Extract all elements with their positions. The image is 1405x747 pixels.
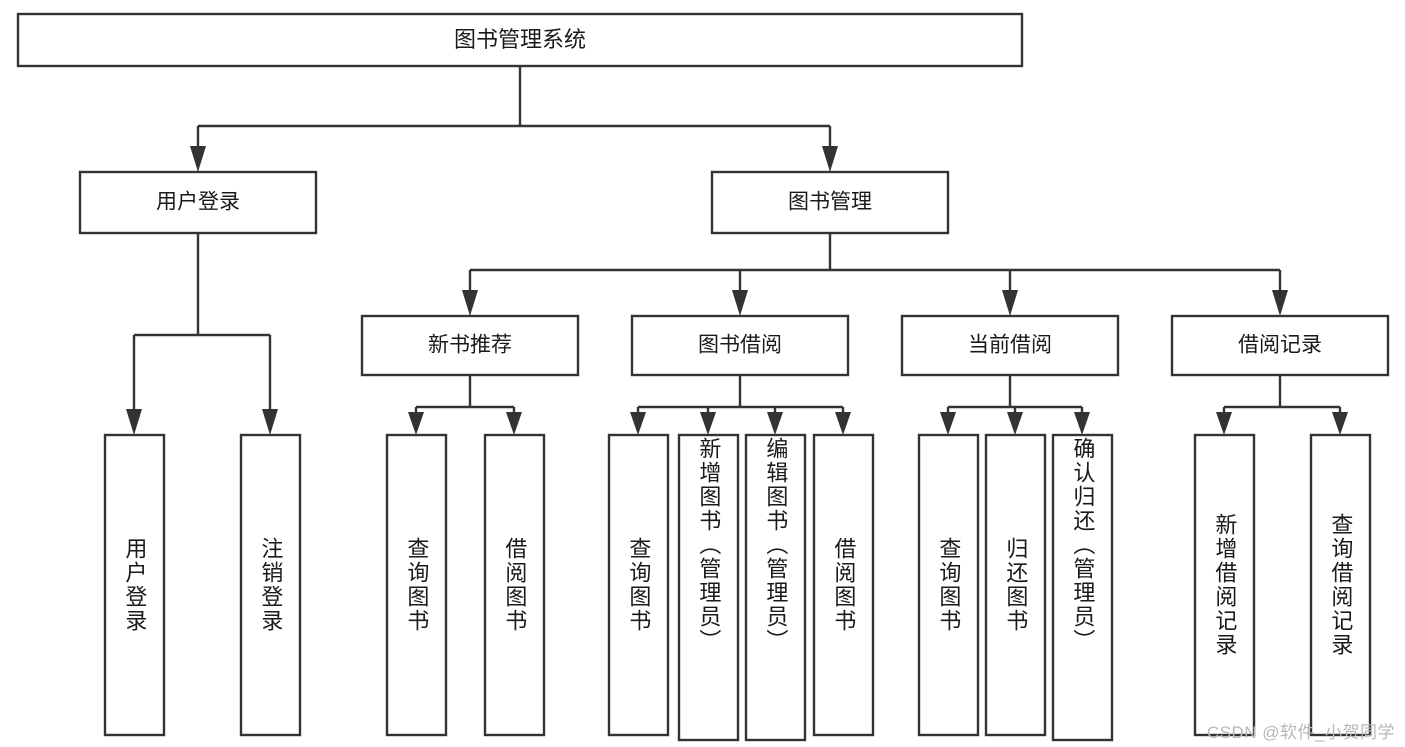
node-borrow-record[interactable]: 借阅记录 bbox=[1170, 314, 1390, 377]
node-leaf-borrow-book-1[interactable] bbox=[483, 433, 546, 737]
node-book-borrow[interactable]: 图书借阅 bbox=[630, 314, 850, 377]
node-new-book-recommend-label: 新书推荐 bbox=[428, 334, 512, 357]
connector-currentborrow-to-leaves bbox=[940, 375, 1090, 435]
node-book-borrow-label: 图书借阅 bbox=[698, 334, 782, 357]
connector-bookmanage-to-level3 bbox=[462, 233, 1288, 316]
node-root[interactable]: 图书管理系统 bbox=[16, 12, 1024, 68]
watermark-text: CSDN @软件_小贺同学 bbox=[1206, 723, 1395, 742]
node-leaf-confirm-return[interactable] bbox=[1051, 433, 1114, 742]
node-current-borrow[interactable]: 当前借阅 bbox=[900, 314, 1120, 377]
node-root-label: 图书管理系统 bbox=[454, 27, 586, 52]
node-leaf-edit-book[interactable] bbox=[744, 433, 807, 742]
node-leaf-return-book[interactable] bbox=[984, 433, 1047, 737]
connector-root-to-level2 bbox=[190, 66, 838, 172]
node-book-manage[interactable]: 图书管理 bbox=[710, 170, 950, 235]
node-book-manage-label: 图书管理 bbox=[788, 191, 872, 214]
node-leaf-user-login[interactable] bbox=[103, 433, 166, 737]
node-leaf-query-book-2[interactable] bbox=[607, 433, 670, 737]
node-leaf-borrow-book-2[interactable] bbox=[812, 433, 875, 737]
node-leaf-query-record[interactable] bbox=[1309, 433, 1372, 737]
node-leaf-add-record[interactable] bbox=[1193, 433, 1256, 737]
connector-bookborrow-to-leaves bbox=[630, 375, 851, 435]
node-new-book-recommend[interactable]: 新书推荐 bbox=[360, 314, 580, 377]
node-current-borrow-label: 当前借阅 bbox=[968, 334, 1052, 357]
connector-userlogin-to-leaves bbox=[126, 233, 278, 435]
connector-borrowrecord-to-leaves bbox=[1216, 375, 1348, 435]
connector-newbook-to-leaves bbox=[408, 375, 522, 435]
node-user-login[interactable]: 用户登录 bbox=[78, 170, 318, 235]
node-leaf-query-book-3[interactable] bbox=[917, 433, 980, 737]
node-borrow-record-label: 借阅记录 bbox=[1238, 334, 1322, 357]
node-leaf-query-book-1[interactable] bbox=[385, 433, 448, 737]
node-leaf-logout[interactable] bbox=[239, 433, 302, 737]
node-user-login-label: 用户登录 bbox=[156, 191, 240, 214]
node-leaf-add-book[interactable] bbox=[677, 433, 740, 742]
